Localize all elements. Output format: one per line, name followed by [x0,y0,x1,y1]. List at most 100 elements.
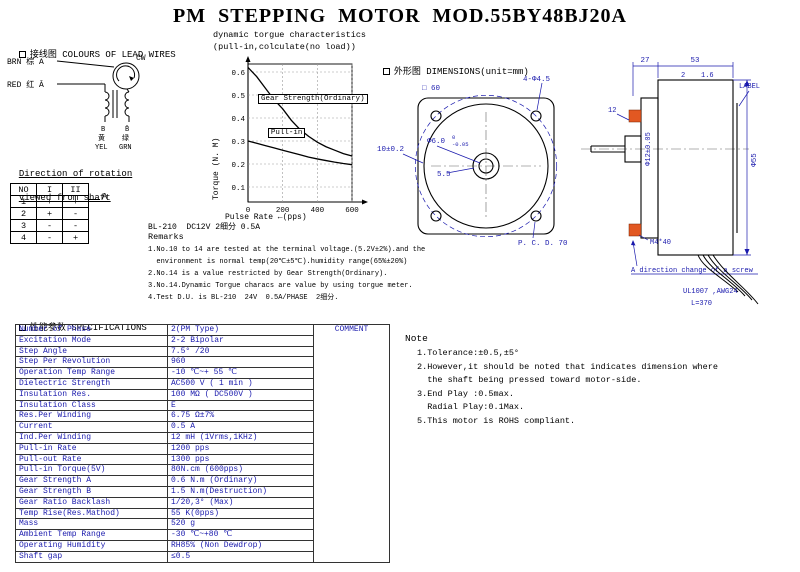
note-line: Radial Play:0.1Max. [417,402,525,412]
note-line: 1.Tolerance:±0.5,±5° [417,348,520,358]
front-flange-outline [417,97,555,235]
side-body-dia: Φ55 [751,153,759,167]
spec-cell: Number of Phase [15,324,168,336]
spec-cell: Res.Per Winding [15,410,168,423]
spec-cell: Ambient Temp Range [15,529,168,541]
spec-cell: 520 g [167,518,314,531]
spec-cell: Insulation Class [15,399,168,412]
rotation-heading-line1: Direction of rotation [18,169,133,179]
x-tick-label: 200 [276,207,290,215]
boss-circle [472,152,500,180]
rotation-circle [112,62,140,90]
checkbox-icon [18,51,26,58]
y-tick-label: 0.2 [231,162,245,170]
note-lines: 1.Tolerance:±0.5,±5° 2.However,it should … [405,347,718,428]
mounting-hole [530,110,542,122]
motor-body-outline [657,79,734,256]
rotation-cell: + [62,195,89,208]
lead-green-cn-label: 绿 [122,133,129,143]
front-body-circle [423,103,549,229]
spec-cell: Gear Strength B [15,485,168,498]
y-axis-arrow-icon [245,56,251,62]
rotation-cell: 2 [10,207,37,220]
remarks-lines: 1.No.10 to 14 are tested at the terminal… [148,244,448,304]
spec-cell: 2-2 Bipolar [167,334,314,347]
spec-cell: 1200 pps [167,442,314,455]
y-tick-label: 0.6 [231,70,245,78]
spec-cell: 55 K(0pps) [167,507,314,520]
remark-line: 3.No.14.Dynamic Torgue characs are value… [148,282,413,290]
pcd-circle [414,94,558,238]
remark-line: environment is normal temp(20℃±5℃).humid… [148,258,408,266]
coil-left [104,91,110,117]
note-heading: Note [405,333,428,344]
chart-footnote: BL-210 DC12V 2细分 0.5A [148,223,261,232]
spec-cell: 6.75 Ω±7% [167,410,314,423]
rotation-header-cell: NO [10,183,37,196]
cw-label: CW [136,54,146,63]
spec-cell: 1/20,3° (Max) [167,496,314,509]
note-section: Note 1.Tolerance:±0.5,±5° 2.However,it sh… [405,333,718,428]
remark-line: 2.No.14 is a value restricted by Gear St… [148,270,388,278]
screw-head-top [628,109,642,123]
phase-a-label: A [102,192,108,202]
side-boss-dia: Φ12±0.05 [645,132,653,166]
checkbox-icon [382,68,390,75]
spec-cell: Dielectric Strength [15,377,168,390]
side-dim-2: 2 [681,72,685,80]
rotation-cell: + [62,231,89,244]
y-tick-label: 0.3 [231,139,245,147]
spec-cell: Operating Humidity [15,539,168,552]
rotation-cell: + [36,195,63,208]
phase-a-leader-line [88,199,100,200]
front-shaft-tol-bottom: -0.05 [452,141,469,148]
spec-cell: 100 MΩ ( DC500V ) [167,388,314,401]
spec-cell: ≤0.5 [167,550,314,563]
lead-yellow-cn-label: 黄 [98,133,105,143]
rotation-cell: + [36,207,63,220]
spec-cell: Excitation Mode [15,334,168,347]
side-dim-1-6: 1.6 [701,72,714,80]
mounting-hole [530,210,542,222]
screw-head-bottom [628,223,642,237]
side-dim-53: 53 [690,57,700,65]
lead-bbar-label: B̄ [125,125,129,134]
spec-row: Shaft gap≤0.5 [15,550,390,563]
spec-cell: 960 [167,356,314,369]
rotation-header-cell: II [62,183,89,196]
spec-cell: E [167,399,314,412]
gearbox-plate-outline [640,97,659,239]
chart-annotation: Gear Strength(Ordinary) [258,93,368,104]
spec-cell: 1300 pps [167,453,314,466]
remarks-heading: Remarks [148,232,184,242]
chart-title: dynamic torgue characteristics [213,30,367,40]
lead-grn-label: GRN [119,144,132,152]
mounting-hole [430,210,442,222]
spec-cell: Gear Ratio Backlash [15,496,168,509]
note-line: the shaft being pressed toward motor-sid… [417,375,642,385]
wire-brown-label: BRN 棕 A [7,56,44,67]
note-line: 2.However,it should be noted that indica… [417,361,718,372]
shaft-circle [478,158,494,174]
wire-spec-label: UL1007 ,AWG24 [683,288,738,296]
spec-cell: 2(PM Type) [167,324,314,336]
lead-yel-label: YEL [95,144,108,152]
x-tick-label: 400 [311,207,325,215]
wire-red-label: RED 红 Ā [7,79,44,90]
spec-cell: 7.5° /20 [167,345,314,358]
x-axis-label: Pulse Rate ←(pps) [225,213,307,222]
rotation-cell: - [62,219,89,232]
side-dim-27: 27 [640,57,649,65]
lead-wire [712,254,759,305]
page-title: PM STEPPING MOTOR MOD.55BY48BJ20A [173,5,627,27]
spec-cell: AC500 V ( 1 min ) [167,377,314,390]
remark-line: 4.Test D.U. is BL-210 24V 0.5A/PHASE 2细分… [148,294,339,302]
spec-cell: Shaft gap [15,550,168,563]
spec-cell: Step Angle [15,345,168,358]
spec-cell: 12 mH (1Vrms,1KHz) [167,431,314,444]
spec-cell: Pull-in Torque(5V) [15,464,168,477]
